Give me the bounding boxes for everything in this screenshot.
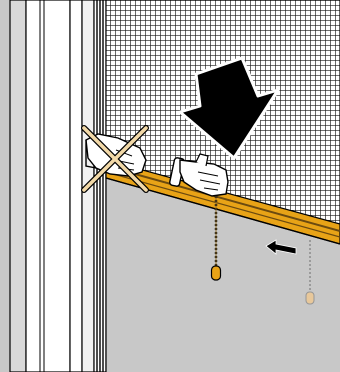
- pull-cord-knob: [210, 265, 222, 281]
- pull-cord-icon: [210, 196, 222, 281]
- side-guide-rail: [93, 0, 107, 372]
- right-hand-icon: [169, 153, 229, 197]
- push-down-arrow-icon: [178, 56, 280, 160]
- wrong-grip-cross-icon: [81, 125, 149, 193]
- slide-left-arrow-icon: [265, 239, 297, 255]
- pull-cord-faded: [305, 240, 315, 305]
- window-frame: [9, 0, 95, 372]
